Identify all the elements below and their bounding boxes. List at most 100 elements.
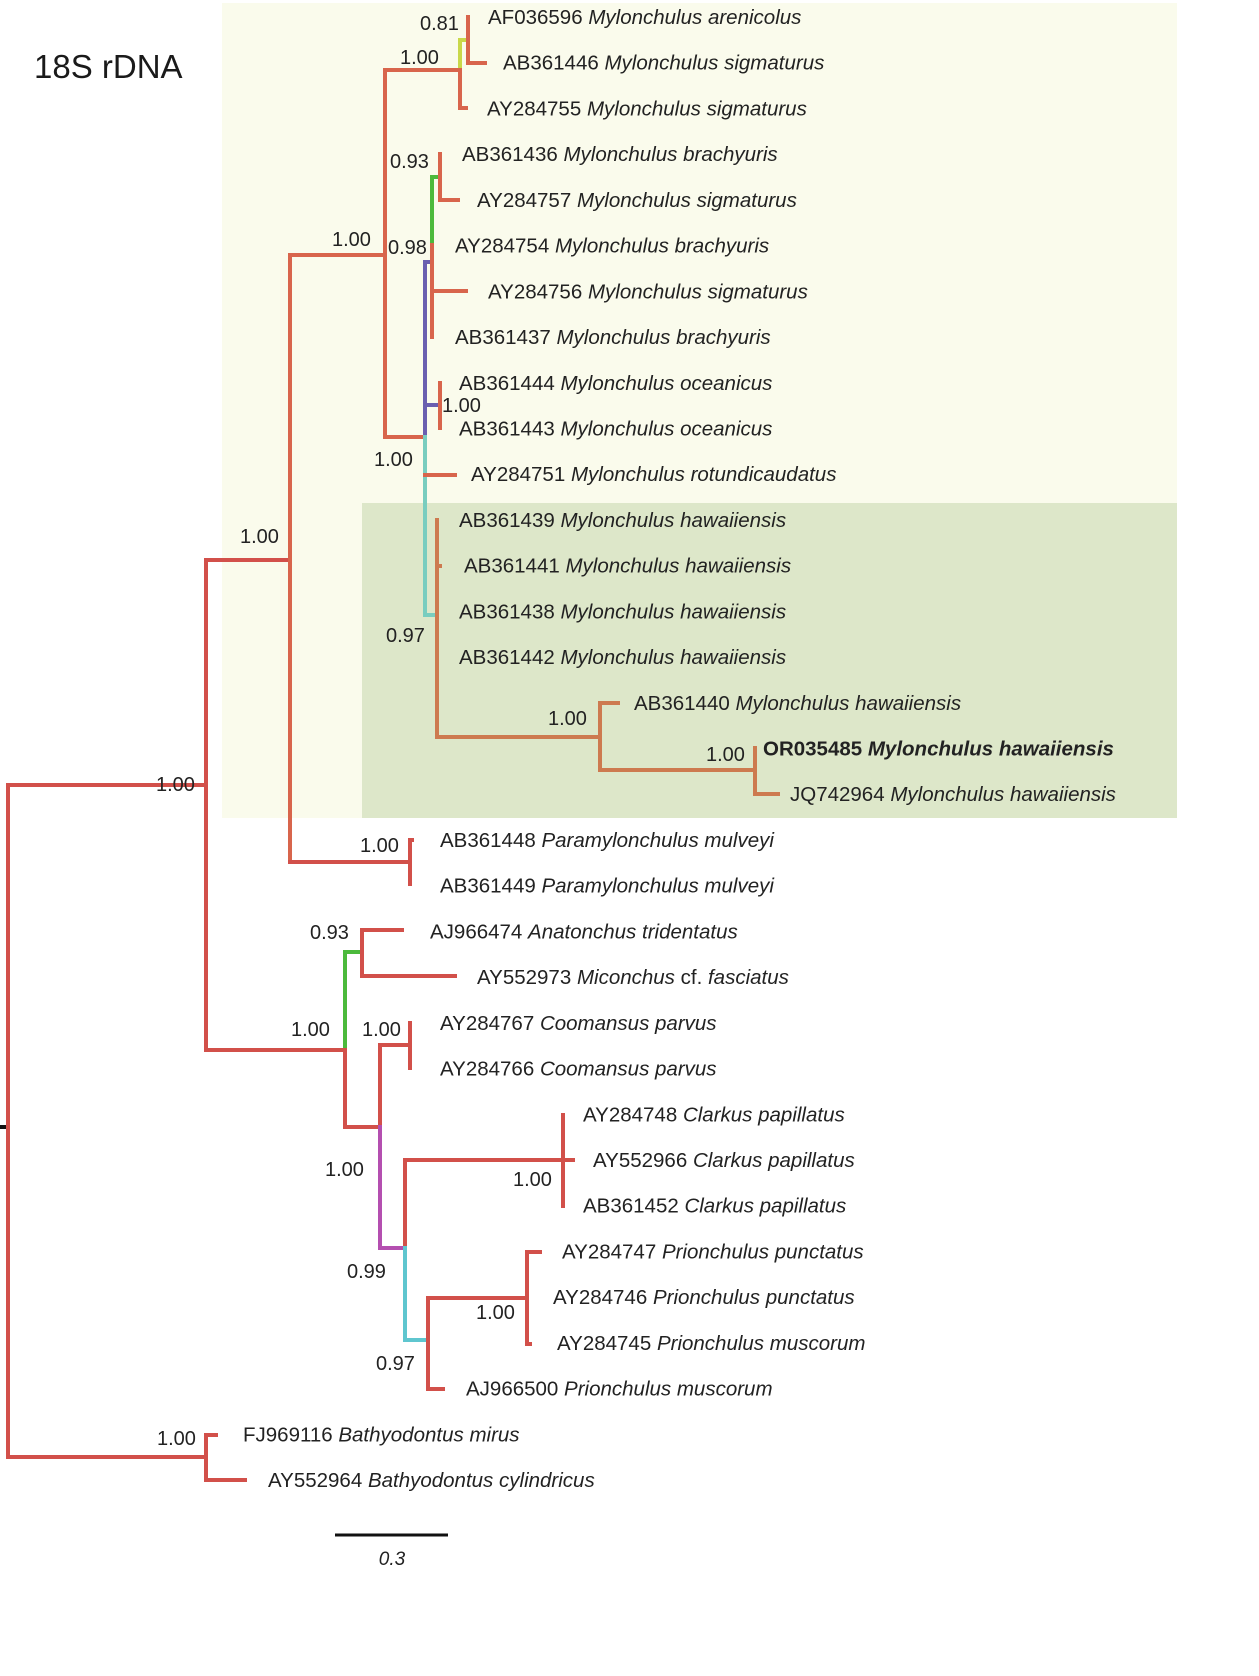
accession-number: FJ969116 [243,1423,338,1446]
species-name: Mylonchulus [735,692,855,715]
taxon-label: AB361438 Mylonchulus hawaiiensis [459,600,786,623]
taxon-label: AB361441 Mylonchulus hawaiiensis [464,555,791,578]
species-name: Mylonchulus [555,235,675,258]
species-name: Coomansus [540,1058,655,1081]
support-value: 1.00 [374,449,413,471]
accession-number: AY284747 [562,1240,662,1263]
accession-number: JQ742964 [790,783,890,806]
support-value: 1.00 [442,395,481,417]
taxon-label: AB361439 Mylonchulus hawaiiensis [459,509,786,532]
accession-number: AY284745 [557,1332,657,1355]
taxon-label: AY284745 Prionchulus muscorum [557,1332,865,1355]
taxon-label: AB361446 Mylonchulus sigmaturus [503,52,824,75]
support-value: 1.00 [476,1302,515,1324]
species-epithet: sigmaturus [697,189,797,212]
taxon-label: AY284747 Prionchulus punctatus [562,1240,864,1263]
support-value: 1.00 [400,47,439,69]
species-epithet: oceanicus [680,417,772,440]
species-name: Bathyodontus [338,1423,469,1446]
taxon-label: AY284754 Mylonchulus brachyuris [455,235,769,258]
species-name: Mylonchulus [560,646,680,669]
support-value: 1.00 [362,1019,401,1041]
species-epithet: papillatus [767,1149,855,1172]
accession-number: AY284756 [488,280,588,303]
accession-number: AB361440 [634,692,735,715]
taxon-label: AB361444 Mylonchulus oceanicus [459,372,772,395]
species-name: Mylonchulus [588,280,708,303]
accession-number: AY284767 [440,1012,540,1035]
accession-number: AB361446 [503,52,604,75]
taxon-label: AY552964 Bathyodontus cylindricus [268,1469,595,1492]
support-value: 1.00 [548,708,587,730]
species-epithet: oceanicus [680,372,772,395]
figure-title: 18S rDNA [34,48,183,85]
accession-number: AB361436 [462,143,563,166]
support-value: 0.97 [386,625,425,647]
accession-number: AB361449 [440,875,541,898]
support-value: 1.00 [360,835,399,857]
support-value: 1.00 [291,1019,330,1041]
support-value: 0.97 [376,1353,415,1375]
species-name: Mylonchulus [563,143,683,166]
species-epithet: sigmaturus [708,280,808,303]
species-epithet: hawaiiensis [680,509,786,532]
taxon-label: AB361436 Mylonchulus brachyuris [462,143,778,166]
species-epithet: hawaiiensis [999,738,1114,761]
accession-number: AY284754 [455,235,555,258]
species-epithet: rotundicaudatus [691,463,837,486]
species-epithet: tridentatus [642,920,738,943]
species-epithet: mirus [469,1423,519,1446]
species-epithet: mulveyi [704,829,775,852]
taxon-label: AY284751 Mylonchulus rotundicaudatus [471,463,836,486]
species-epithet: brachyuris [675,235,770,258]
species-name: Mylonchulus [560,372,680,395]
species-epithet: arenicolus [708,6,801,29]
species-name: Clarkus [693,1149,768,1172]
species-name: Miconchus [577,966,681,989]
species-name: Mylonchulus [604,52,724,75]
species-name: Prionchulus [653,1286,766,1309]
support-value: 1.00 [332,229,371,251]
species-name: Mylonchulus [556,326,676,349]
support-value: 1.00 [156,774,195,796]
taxon-label: AY284748 Clarkus papillatus [583,1103,845,1126]
taxon-label: AY284757 Mylonchulus sigmaturus [477,189,797,212]
accession-number: OR035485 [763,738,868,761]
species-epithet: punctatus [765,1286,855,1309]
accession-number: AY552966 [593,1149,693,1172]
species-name: Mylonchulus [560,600,680,623]
support-value: 1.00 [513,1169,552,1191]
support-value: 1.00 [157,1428,196,1450]
taxon-label: AY284755 Mylonchulus sigmaturus [487,97,807,120]
species-name: Clarkus [683,1103,758,1126]
accession-number: AY552964 [268,1469,368,1492]
species-epithet: hawaiiensis [680,646,786,669]
taxon-label: AY284767 Coomansus parvus [440,1012,717,1035]
accession-number: AB361443 [459,417,560,440]
species-name: Clarkus [684,1195,759,1218]
cf-qualifier: cf. [681,966,708,989]
species-epithet: hawaiiensis [855,692,961,715]
taxon-label: FJ969116 Bathyodontus mirus [243,1423,520,1446]
accession-number: AB361452 [583,1195,684,1218]
accession-number: AY284757 [477,189,577,212]
taxon-label: JQ742964 Mylonchulus hawaiiensis [790,783,1116,806]
taxon-label: AF036596 Mylonchulus arenicolus [488,6,801,29]
accession-number: AY284755 [487,97,587,120]
accession-number: AY284766 [440,1058,540,1081]
species-name: Prionchulus [564,1378,677,1401]
species-epithet: mulveyi [704,875,775,898]
accession-number: AB361438 [459,600,560,623]
species-epithet: papillatus [757,1103,845,1126]
accession-number: AJ966474 [430,920,528,943]
taxon-label: AY552966 Clarkus papillatus [593,1149,855,1172]
support-value: 0.98 [388,237,427,259]
accession-number: AB361437 [455,326,556,349]
species-name: Anatonchus [526,920,642,943]
accession-number: AY284751 [471,463,571,486]
species-name: Mylonchulus [588,6,708,29]
species-name: Coomansus [540,1012,655,1035]
species-epithet: fasciatus [708,966,789,989]
accession-number: AB361441 [464,555,565,578]
